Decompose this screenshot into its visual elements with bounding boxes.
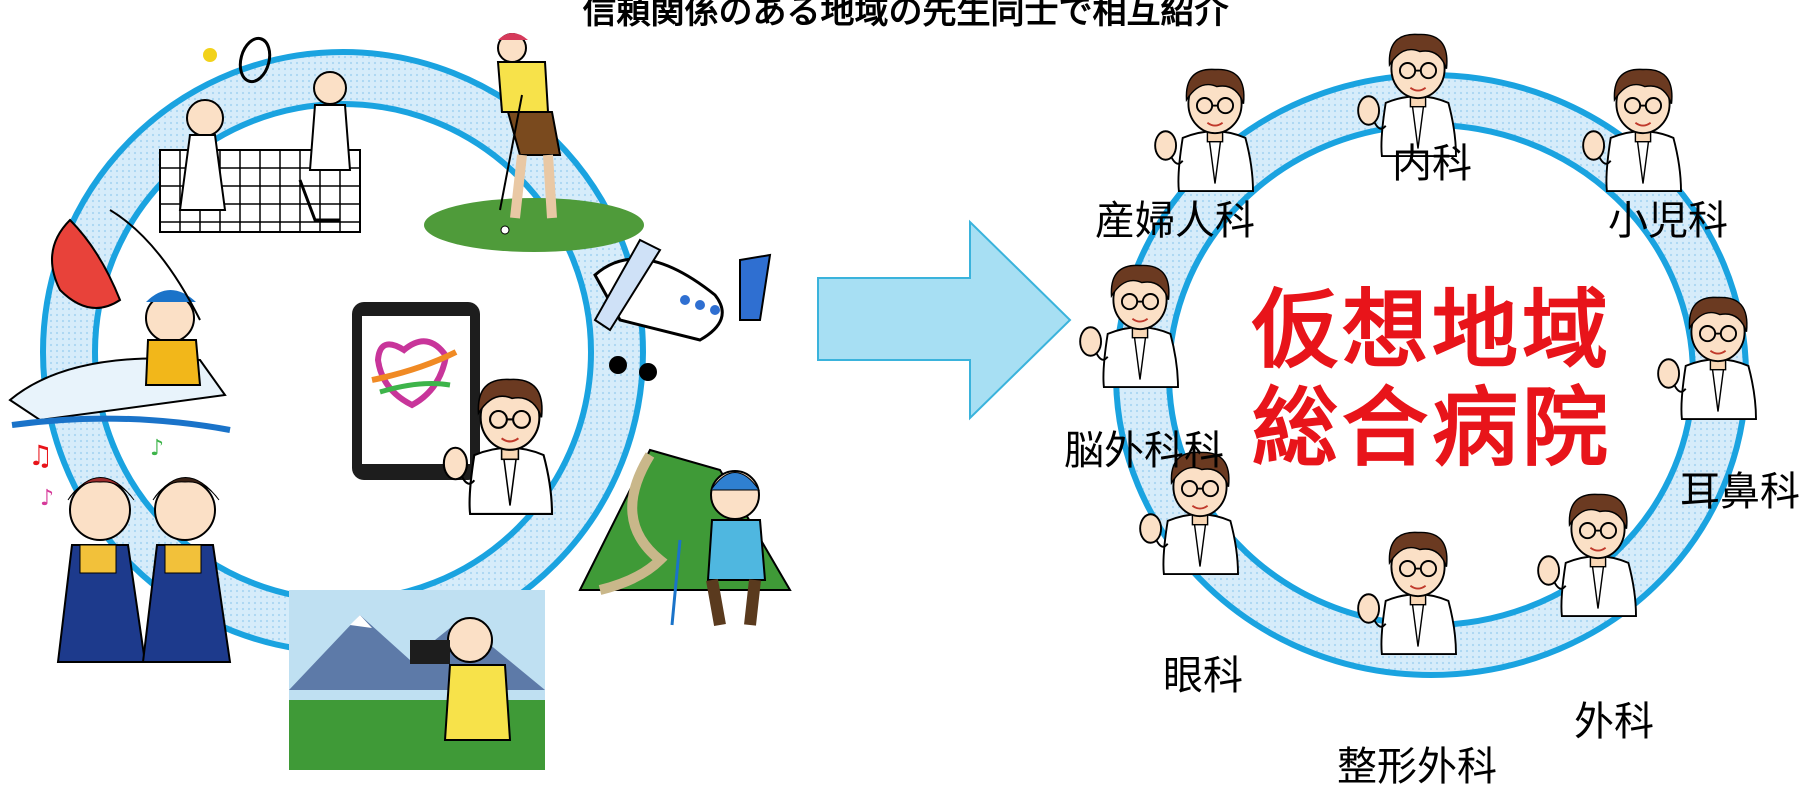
svg-text:♫: ♫ (28, 439, 53, 472)
svg-text:♪: ♪ (150, 436, 164, 461)
center-title-line1: 仮想地域 (1252, 280, 1612, 381)
golfer-icon (424, 33, 644, 252)
singers-icon: ♫ ♪ ♪ (28, 436, 232, 663)
airplane-icon (593, 238, 772, 381)
dept-label-obgyn: 産婦人科 (1095, 198, 1255, 244)
dept-label-internal: 内科 (1392, 141, 1472, 187)
photographer-icon (289, 590, 545, 770)
doctor-obgyn-icon (1154, 68, 1254, 193)
tennis-players-icon (159, 36, 361, 233)
dept-label-surgery: 外科 (1574, 699, 1654, 745)
fishing-boy-icon (8, 209, 231, 433)
dept-label-ent: 耳鼻科 (1680, 469, 1800, 515)
tablet-icon (352, 302, 480, 480)
svg-text:♪: ♪ (40, 486, 54, 511)
dept-label-ophthalmology: 眼科 (1163, 653, 1243, 699)
dept-label-neurosurgery: 脳外科科 (1064, 428, 1224, 474)
referral-arrow (817, 219, 1072, 421)
dept-label-pediatrics: 小児科 (1608, 198, 1728, 244)
page-title: 信頼関係のある地域の先生同士で相互紹介 (582, 0, 1229, 32)
center-title-line2: 総合病院 (1252, 378, 1612, 479)
hiker-icon (578, 448, 792, 627)
heart-logo-icon (371, 338, 458, 409)
dept-label-orthopedics: 整形外科 (1337, 744, 1497, 790)
